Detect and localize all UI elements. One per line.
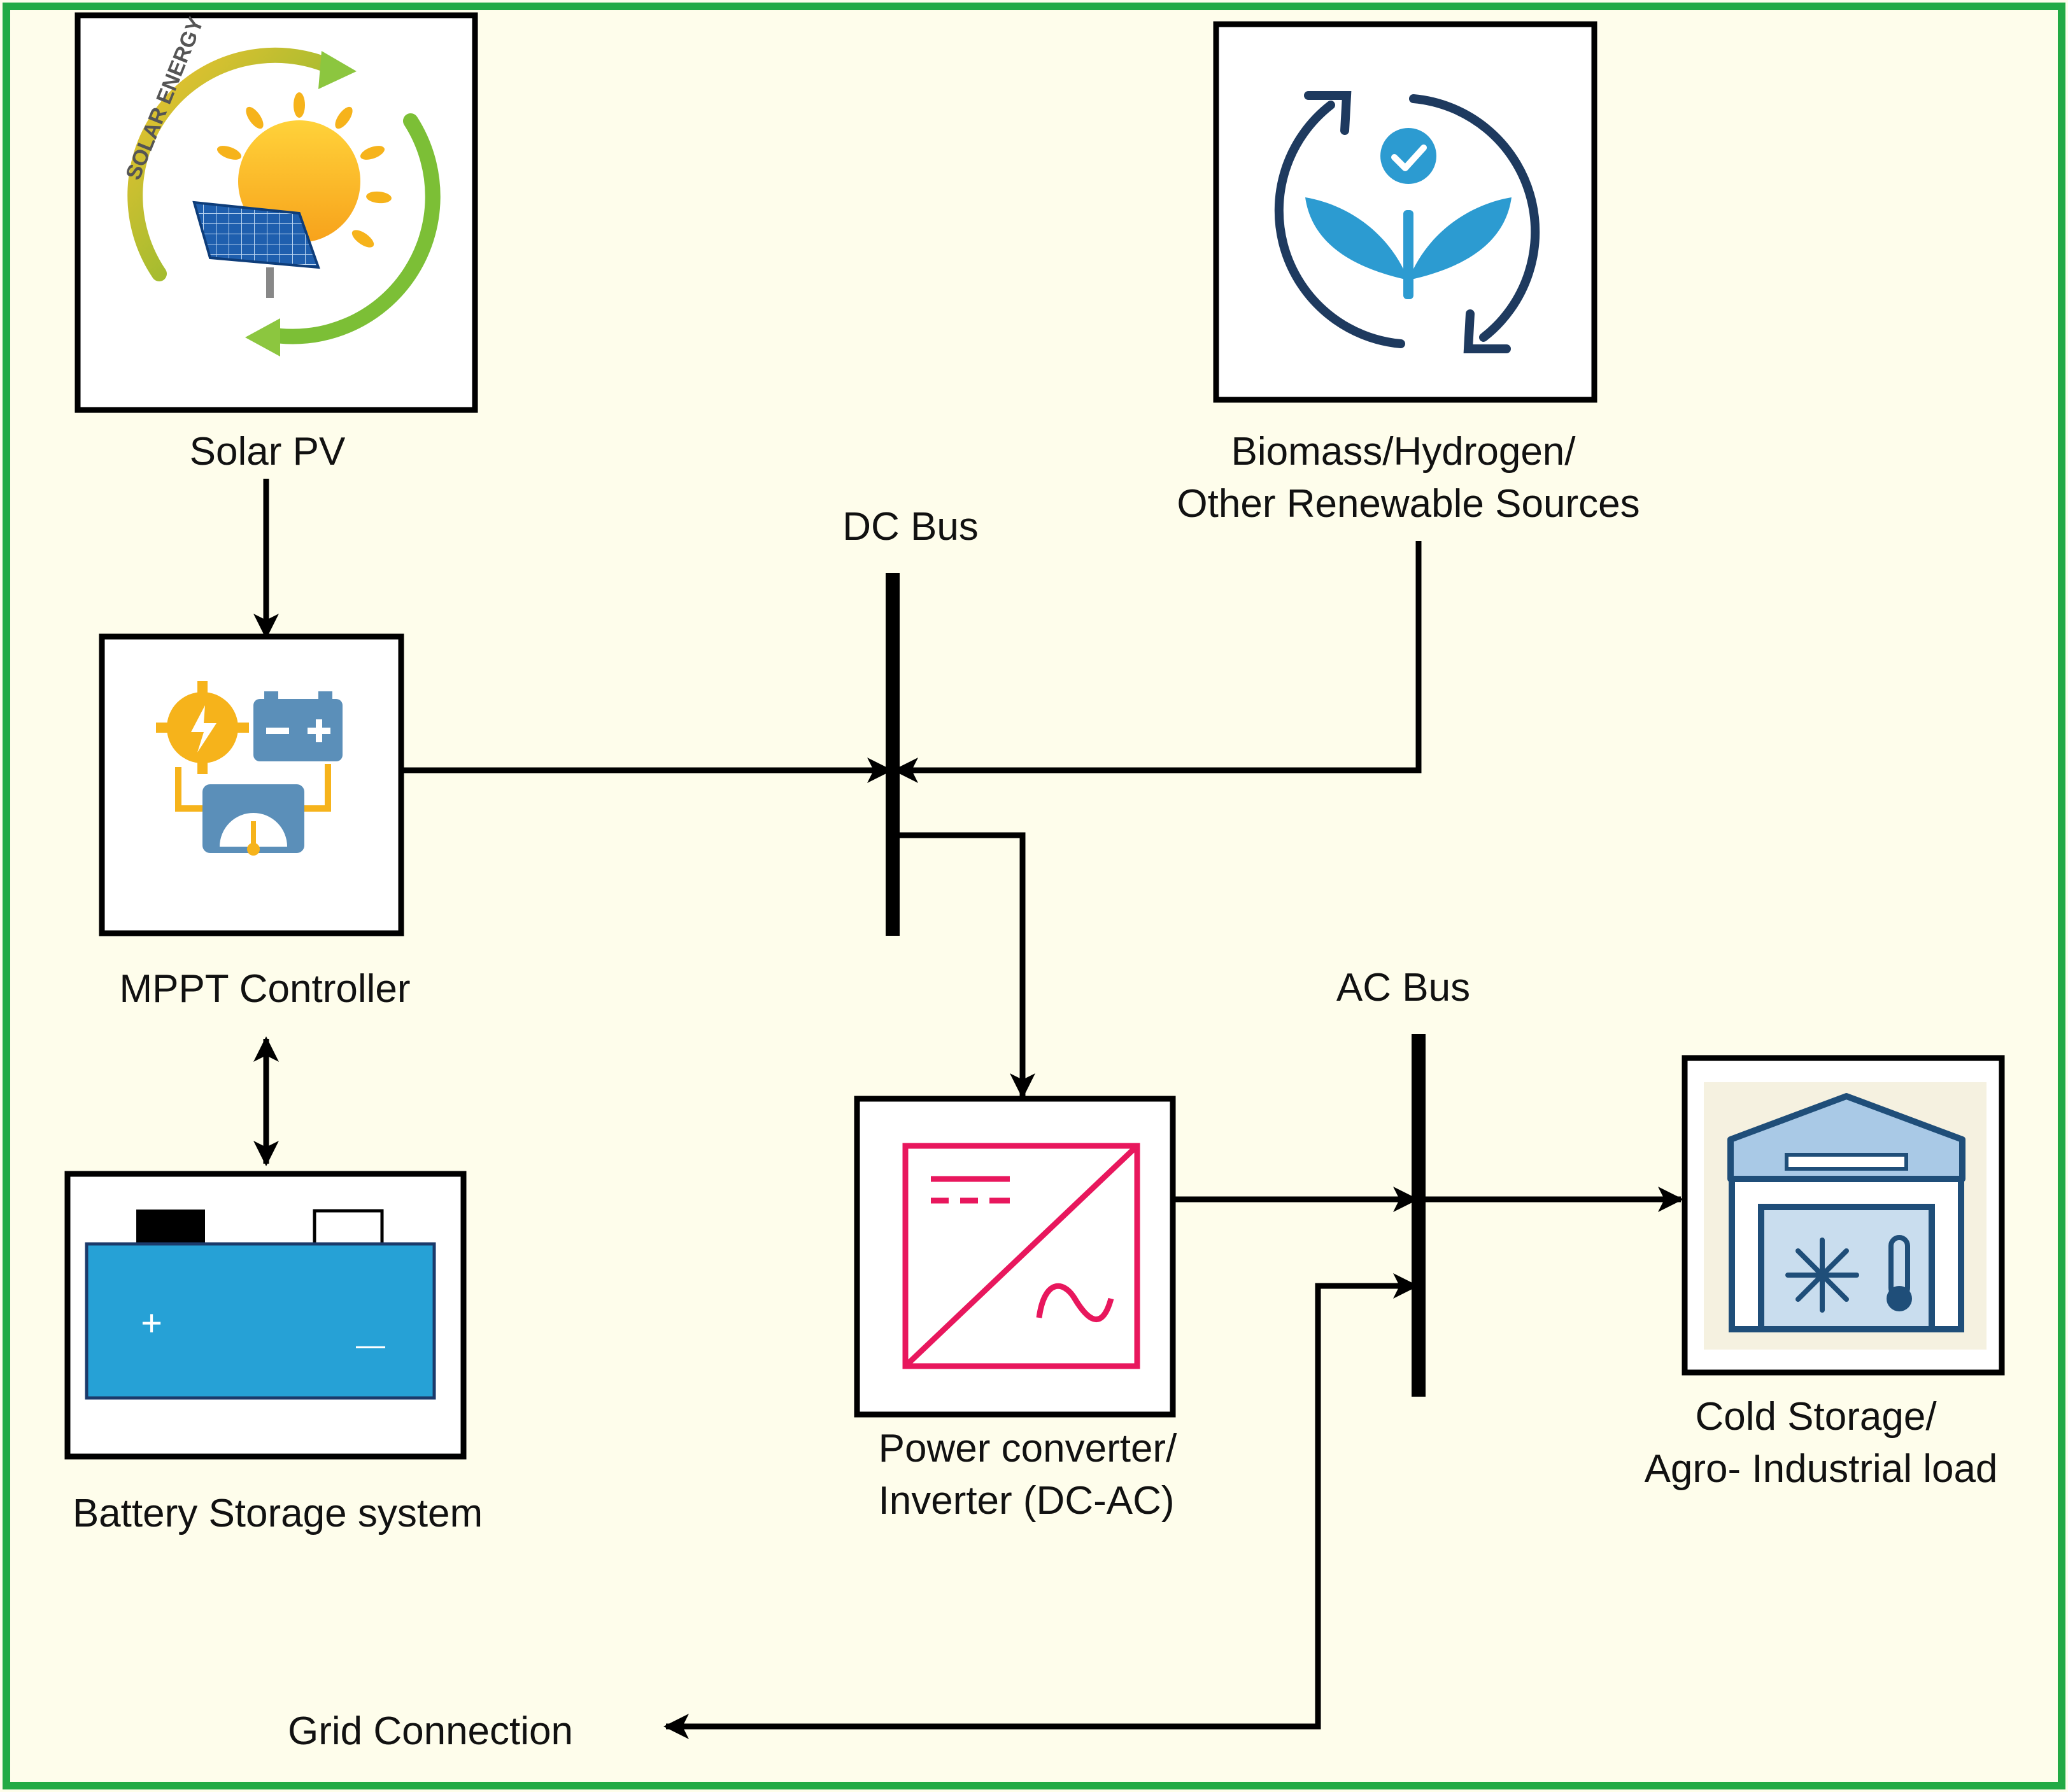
battery-minus-sign: — bbox=[356, 1328, 385, 1361]
grid-connection-label: Grid Connection bbox=[288, 1709, 573, 1753]
dc-bus-bar bbox=[886, 573, 900, 936]
dc-ac-converter-icon bbox=[902, 1143, 1140, 1369]
dc-bus-label: DC Bus bbox=[842, 505, 979, 549]
battery-node: + — Battery Storage system bbox=[64, 1171, 483, 1535]
biomass-label-line1: Biomass/Hydrogen/ bbox=[1231, 430, 1576, 474]
inverter-label-line2: Inverter (DC-AC) bbox=[878, 1479, 1174, 1523]
edge-grid-ac-bus bbox=[663, 1273, 1419, 1739]
ac-bus-bar bbox=[1412, 1034, 1426, 1397]
cold-storage-icon bbox=[1727, 1093, 1965, 1332]
outer-frame bbox=[3, 3, 2065, 1789]
edge-biomass-to-dc-bus bbox=[893, 541, 1422, 783]
battery-icon: + — bbox=[85, 1209, 436, 1400]
battery-label: Battery Storage system bbox=[73, 1492, 483, 1535]
solar-pv-node: SOLAR ENERGY Solar PV bbox=[74, 12, 478, 474]
connectors bbox=[253, 479, 1683, 1739]
leaf-check-icon bbox=[1305, 128, 1512, 299]
mppt-controller-icon bbox=[156, 681, 343, 856]
mppt-node: MPPT Controller bbox=[99, 633, 411, 1011]
ac-bus-label: AC Bus bbox=[1336, 966, 1470, 1010]
inverter-label-line1: Power converter/ bbox=[879, 1427, 1177, 1471]
biomass-node: Biomass/Hydrogen/ Other Renewable Source… bbox=[1177, 21, 1640, 526]
solar-pv-label: Solar PV bbox=[190, 430, 346, 474]
biomass-label-line2: Other Renewable Sources bbox=[1177, 482, 1640, 526]
load-node: Cold Storage/ Agro- Industrial load bbox=[1645, 1055, 2005, 1491]
battery-plus-sign: + bbox=[141, 1302, 162, 1344]
load-label-line1: Cold Storage/ bbox=[1695, 1395, 1937, 1439]
edge-dc-bus-to-inverter bbox=[893, 832, 1035, 1099]
mppt-label: MPPT Controller bbox=[119, 967, 410, 1011]
renewable-cycle-icon bbox=[1274, 91, 1540, 353]
load-label-line2: Agro- Industrial load bbox=[1645, 1447, 1998, 1491]
inverter-node: Power converter/ Inverter (DC-AC) bbox=[854, 1096, 1177, 1523]
